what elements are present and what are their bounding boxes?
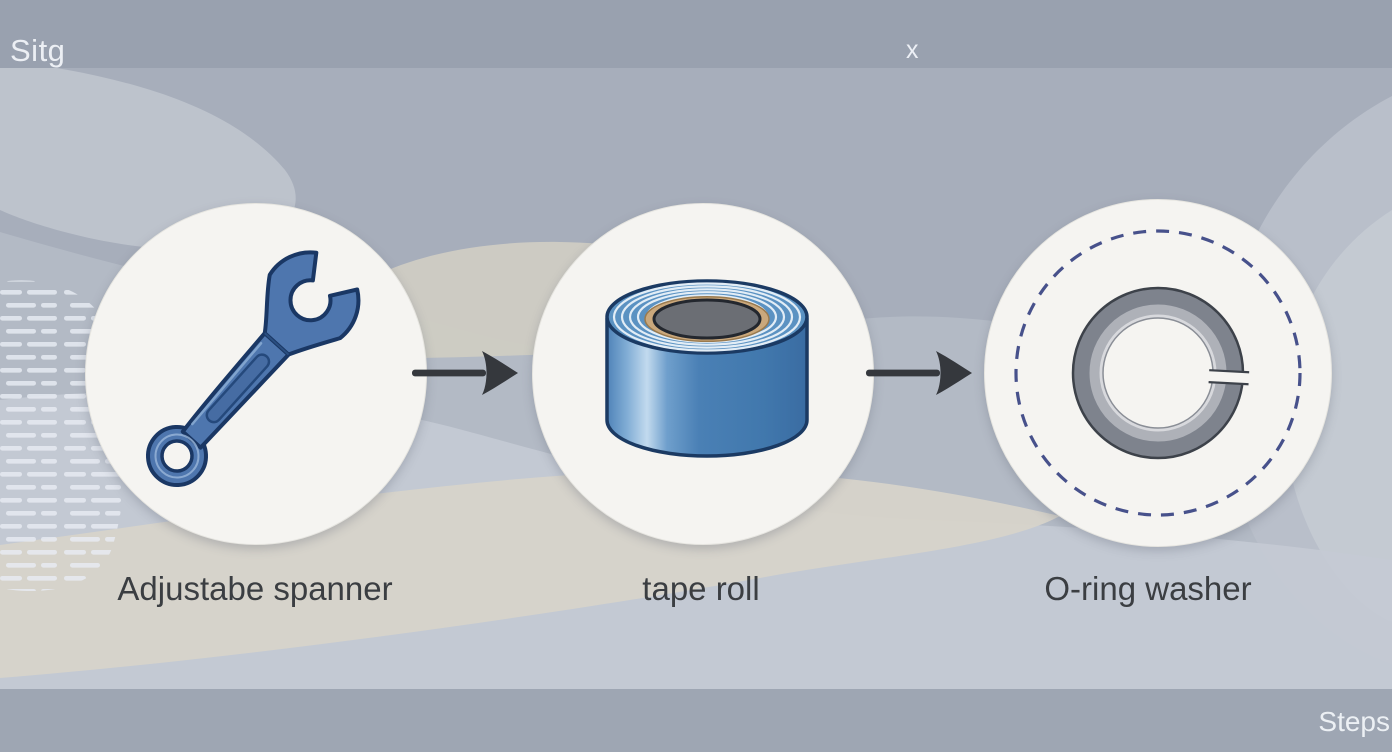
arrow-right-icon xyxy=(412,351,518,395)
step-label-spanner: Adjustabe spanner xyxy=(117,570,393,607)
dashed-circle xyxy=(1014,229,1302,517)
step-circle-tape-roll xyxy=(532,203,874,545)
close-icon[interactable]: x xyxy=(906,36,919,64)
step-circle-spanner xyxy=(85,203,427,545)
step-circle-o-ring xyxy=(984,199,1332,547)
spanner-icon xyxy=(146,250,361,487)
bottom-bar: Steps xyxy=(0,689,1392,752)
top-bar: Sitg x xyxy=(0,0,1392,68)
step-label-o-ring: O-ring washer xyxy=(1044,570,1252,607)
arrow-right-icon xyxy=(866,351,972,395)
watermark-title: Sitg xyxy=(10,33,66,68)
steps-watermark: Steps xyxy=(1318,706,1390,737)
tape-roll-icon xyxy=(605,279,809,458)
step-label-tape-roll: tape roll xyxy=(642,570,760,607)
o-ring-washer-icon xyxy=(1014,229,1302,517)
